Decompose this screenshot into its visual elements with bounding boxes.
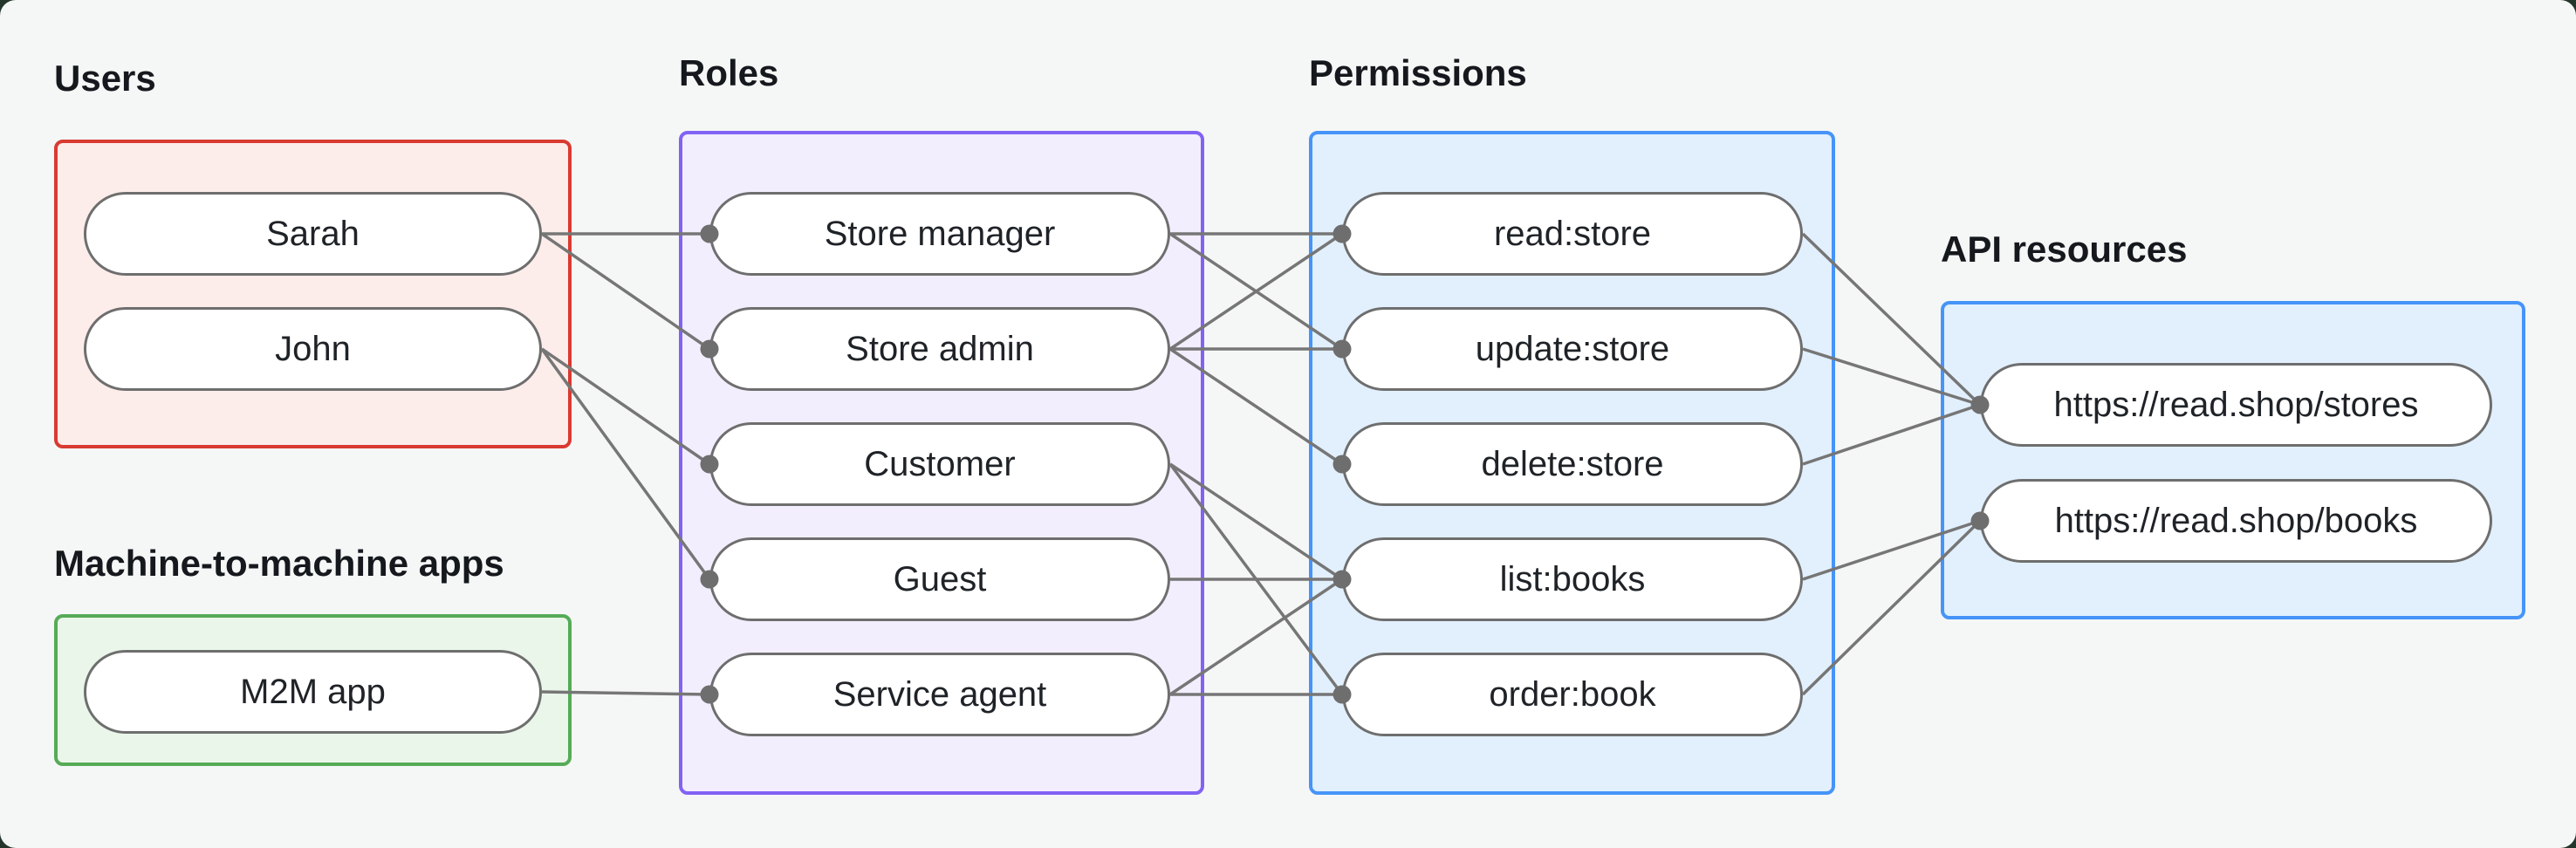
node-label: Store manager — [824, 214, 1056, 253]
node-label: list:books — [1499, 559, 1646, 598]
node-label: Guest — [893, 559, 987, 598]
node-label: order:book — [1489, 674, 1656, 714]
node-pill-sarah: Sarah — [84, 192, 542, 276]
roles-group-title: Roles — [679, 52, 779, 93]
users-group-title: Users — [54, 58, 156, 99]
permissions-group-title: Permissions — [1309, 52, 1527, 93]
node-label: Sarah — [266, 214, 360, 253]
node-pill-read-store: read:store — [1342, 192, 1803, 276]
node-pill-m2m-app: M2M app — [84, 650, 542, 734]
node-label: delete:store — [1481, 444, 1664, 483]
m2m-group-title: Machine-to-machine apps — [54, 543, 504, 584]
node-pill-guest: Guest — [709, 537, 1170, 621]
node-pill-customer: Customer — [709, 422, 1170, 506]
node-label: https://read.shop/stores — [2053, 385, 2419, 424]
node-pill-stores: https://read.shop/stores — [1980, 363, 2492, 447]
node-pill-order-book: order:book — [1342, 653, 1803, 736]
node-label: https://read.shop/books — [2054, 501, 2418, 540]
api-resources-group-box — [1941, 301, 2525, 619]
node-label: read:store — [1493, 214, 1652, 253]
node-pill-update-store: update:store — [1342, 307, 1803, 391]
node-label: John — [275, 329, 351, 368]
node-pill-john: John — [84, 307, 542, 391]
node-pill-service-agent: Service agent — [709, 653, 1170, 736]
node-label: Customer — [864, 444, 1016, 483]
api-resources-group-title: API resources — [1941, 229, 2188, 270]
node-label: M2M app — [240, 672, 386, 711]
node-pill-books: https://read.shop/books — [1980, 479, 2492, 563]
node-pill-store-admin: Store admin — [709, 307, 1170, 391]
users-group-box — [54, 140, 572, 448]
node-label: Service agent — [832, 674, 1047, 714]
node-pill-delete-store: delete:store — [1342, 422, 1803, 506]
node-label: Store admin — [846, 329, 1034, 368]
node-label: update:store — [1475, 329, 1670, 368]
node-pill-list-books: list:books — [1342, 537, 1803, 621]
node-pill-store-manager: Store manager — [709, 192, 1170, 276]
